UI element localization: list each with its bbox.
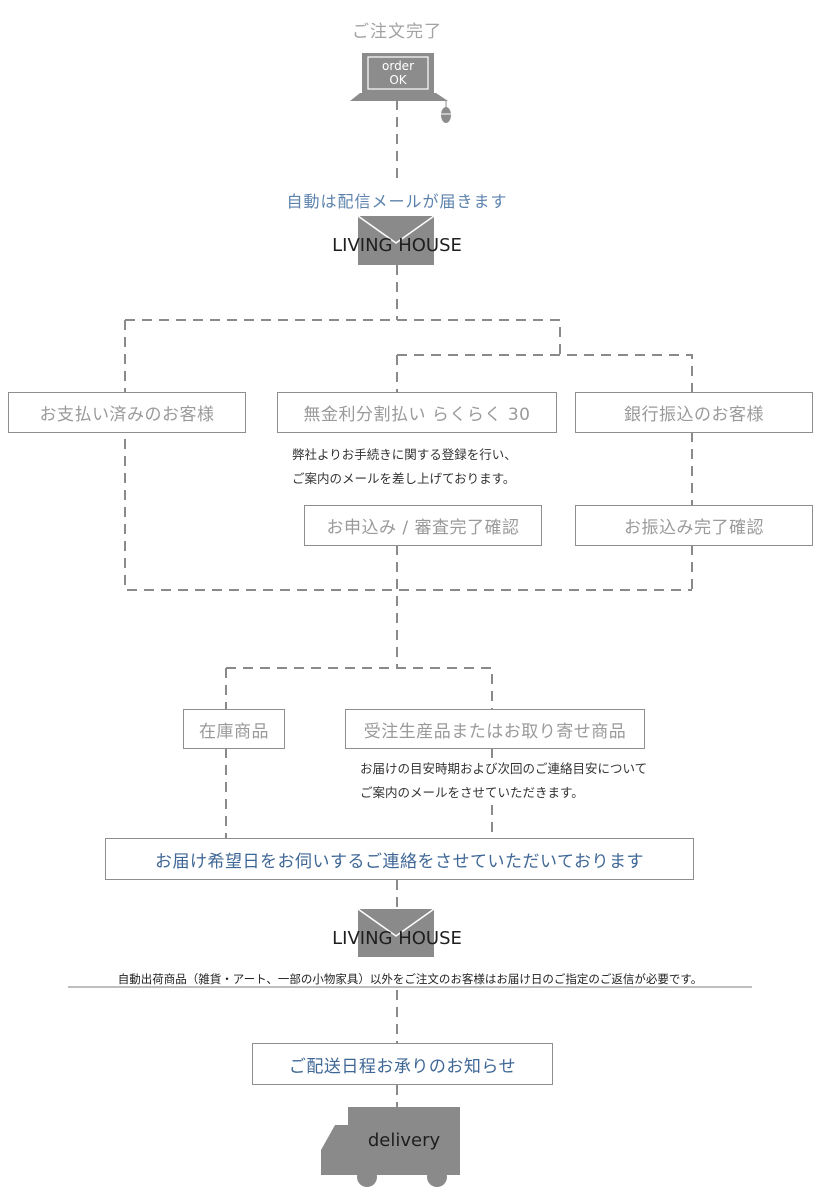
delivery-schedule-label: ご配送日程お承りのお知らせ xyxy=(288,1056,517,1077)
delivery-schedule-box: ご配送日程お承りのお知らせ xyxy=(252,1043,553,1085)
transfer-confirm-label: お振込み完了確認 xyxy=(624,518,764,538)
application-confirm-label: お申込み / 審査完了確認 xyxy=(326,518,520,538)
application-confirm-box: お申込み / 審査完了確認 xyxy=(304,505,542,546)
installment-note-line-2: ご案内のメールを差し上げております。 xyxy=(292,471,516,486)
laptop-screen-line-2: OK xyxy=(389,73,407,87)
transfer-confirm-box: お振込み完了確認 xyxy=(575,505,813,546)
made-to-order-label: 受注生産品またはお取り寄せ商品 xyxy=(363,721,627,742)
reply-required-note: 自動出荷商品（雑貨・アート、一部の小物家具）以外をご注文のお客様はお届け日のご指… xyxy=(117,972,703,986)
delivery-date-contact-box: お届け希望日をお伺いするご連絡をさせていただいております xyxy=(105,838,694,880)
installment-note-line-1: 弊社よりお手続きに関する登録を行い、 xyxy=(292,447,517,462)
made-to-order-note: お届けの目安時期および次回のご連絡目安について ご案内のメールをさせていただきま… xyxy=(360,757,647,805)
payment-paid-box: お支払い済みのお客様 xyxy=(8,392,246,433)
brand-label: LIVING HOUSE xyxy=(332,235,462,256)
payment-bank-box: 銀行振込のお客様 xyxy=(575,392,813,433)
truck-label: delivery xyxy=(367,1130,441,1151)
in-stock-box: 在庫商品 xyxy=(183,709,285,749)
payment-installment-label: 無金利分割払い らくらく 30 xyxy=(303,405,531,425)
delivery-truck-icon xyxy=(321,1107,460,1187)
payment-bank-label: 銀行振込のお客様 xyxy=(624,405,764,425)
payment-installment-box: 無金利分割払い らくらく 30 xyxy=(277,392,557,433)
envelope-icon xyxy=(357,908,435,957)
mto-note-line-1: お届けの目安時期および次回のご連絡目安について xyxy=(360,761,648,776)
mto-note-line-2: ご案内のメールをさせていただきます。 xyxy=(360,785,584,800)
envelope-icon xyxy=(357,215,435,265)
in-stock-label: 在庫商品 xyxy=(199,721,269,742)
laptop-icon xyxy=(350,53,451,123)
order-complete-title: ご注文完了 xyxy=(352,22,442,42)
laptop-screen-line-1: order xyxy=(382,59,414,73)
auto-mail-label: 自動は配信メールが届きます xyxy=(286,192,508,211)
brand-label-2: LIVING HOUSE xyxy=(332,928,462,949)
delivery-date-contact-label: お届け希望日をお伺いするご連絡をさせていただいております xyxy=(155,851,644,872)
installment-note: 弊社よりお手続きに関する登録を行い、 ご案内のメールを差し上げております。 xyxy=(292,443,517,491)
payment-paid-label: お支払い済みのお客様 xyxy=(39,405,215,425)
connector-stock-split xyxy=(225,667,493,710)
made-to-order-box: 受注生産品またはお取り寄せ商品 xyxy=(345,709,645,749)
laptop-screen-text: order OK xyxy=(368,59,428,87)
